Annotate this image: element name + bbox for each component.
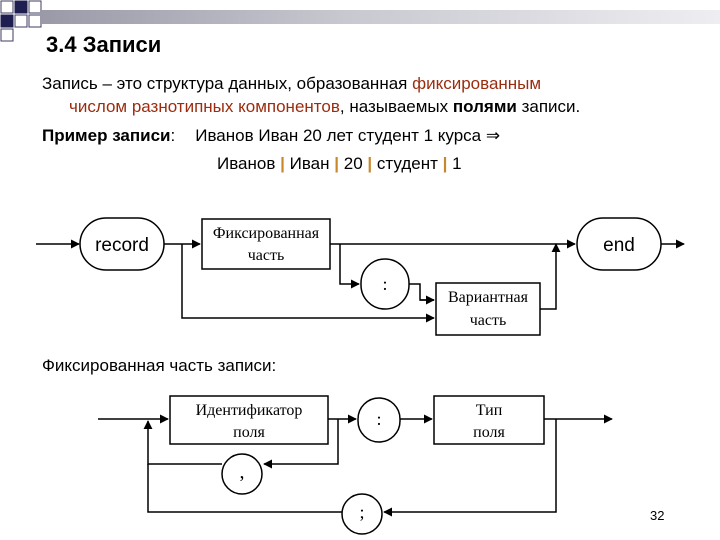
example-colon: :: [170, 126, 176, 145]
corner-squares-decoration: [0, 0, 42, 42]
fixed-part-subtitle: Фиксированная часть записи:: [42, 356, 277, 375]
field-value: Иванов: [217, 154, 276, 173]
semicolon-label: ;: [359, 502, 364, 522]
definition-text-3: записи.: [516, 97, 581, 116]
identifier-label-2: поля: [233, 424, 265, 441]
definition-bold: полями: [452, 97, 517, 116]
field-value: Иван: [289, 154, 330, 173]
colon-label-2: :: [376, 409, 381, 429]
field-value: 20: [343, 154, 363, 173]
definition-text-2: , называемых: [339, 97, 453, 116]
identifier-label-1: Идентификатор: [196, 402, 303, 419]
bypass-fixed-path: [181, 244, 435, 323]
type-label-1: Тип: [476, 402, 503, 419]
fixed-part-syntax-diagram: [98, 395, 613, 535]
field-separator: |: [280, 154, 285, 173]
field-value: 1: [452, 154, 462, 173]
example-text: Иванов Иван 20 лет студент 1 курса: [195, 126, 482, 145]
variant-part-label-2: часть: [470, 312, 507, 329]
type-label-2: поля: [473, 424, 505, 441]
field-separator: |: [442, 154, 448, 173]
record-syntax-diagram: [36, 217, 685, 336]
comma-node: [221, 453, 263, 495]
implies-arrow: ⇒: [485, 126, 501, 145]
path-to-colon: [339, 244, 360, 289]
variant-part-label-1: Вариантная: [448, 289, 529, 306]
page-number: 32: [650, 508, 665, 523]
colon-node-2: [357, 397, 401, 443]
field-value: студент: [376, 154, 438, 173]
colon-label: :: [382, 274, 387, 294]
fixed-part-label-2: часть: [248, 247, 285, 264]
example-line: Пример записи: Иванов Иван 20 лет студент…: [42, 126, 500, 146]
title-rule: [40, 10, 720, 24]
comma-loop-back: [143, 420, 222, 465]
example-fields: Иванов | Иван | 20 | студент | 1: [217, 154, 462, 174]
field-separator: |: [367, 154, 373, 173]
example-label: Пример записи: [42, 126, 171, 145]
semicolon-loop-back: [147, 464, 342, 513]
path-to-semicolon: [383, 419, 557, 517]
semicolon-node: [341, 493, 383, 535]
fixed-part-syntax-labels: Идентификатор поля : Тип поля , ;: [196, 402, 506, 522]
fixed-part-label-1: Фиксированная: [213, 225, 320, 242]
record-label: record: [95, 235, 149, 256]
slide-title: 3.4 Записи: [46, 32, 162, 57]
identifier-node: [169, 395, 329, 445]
end-label: end: [603, 235, 635, 256]
field-separator: |: [334, 154, 340, 173]
definition-accent-2: числом разнотипных компонентов: [69, 97, 340, 116]
path-to-comma: [263, 419, 339, 469]
definition-paragraph: Запись – это структура данных, образован…: [42, 72, 712, 118]
type-node: [433, 395, 545, 445]
record-syntax-labels: record Фиксированная часть : Вариантная …: [95, 225, 635, 329]
definition-text-1: Запись – это структура данных, образован…: [42, 74, 413, 93]
comma-label: ,: [240, 461, 245, 483]
definition-accent-1: фиксированным: [412, 74, 542, 93]
path-variant-to-end: [540, 243, 561, 310]
path-colon-to-variant: [409, 283, 434, 301]
